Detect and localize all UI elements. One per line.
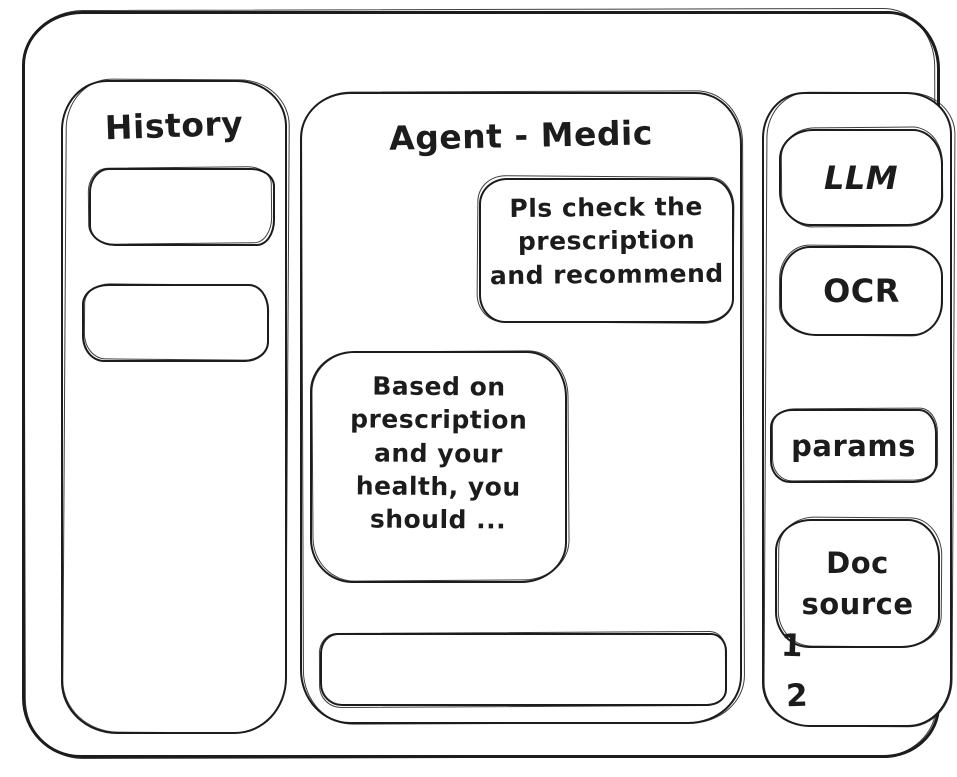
ocr-button[interactable]: OCR: [780, 246, 943, 336]
doc-source-item-number: 1: [780, 627, 804, 665]
agent-message-text: Based on prescription and your health, y…: [350, 371, 528, 535]
chat-title: Agent - Medic: [388, 113, 654, 158]
history-item[interactable]: [82, 284, 269, 362]
user-message-text: Pls check the prescription and recommend: [489, 191, 724, 290]
history-item[interactable]: [89, 168, 275, 246]
message-input-box[interactable]: [320, 633, 727, 706]
doc-source-button[interactable]: Doc source: [775, 519, 940, 648]
llm-button[interactable]: LLM: [779, 129, 943, 226]
history-panel-title: History: [104, 103, 244, 148]
chat-panel: Agent - Medic Pls check the prescription…: [300, 92, 742, 724]
agent-message-bubble: Based on prescription and your health, y…: [310, 351, 567, 583]
message-input[interactable]: [332, 639, 715, 700]
history-panel: History: [61, 80, 287, 734]
app-window: History Agent - Medic Pls check the pres…: [22, 11, 952, 758]
doc-source-item-number: 2: [785, 677, 809, 715]
tools-panel: LLM OCR params Doc source 1 2: [762, 92, 952, 727]
params-button[interactable]: params: [770, 409, 937, 483]
user-message-bubble: Pls check the prescription and recommend: [479, 178, 734, 323]
